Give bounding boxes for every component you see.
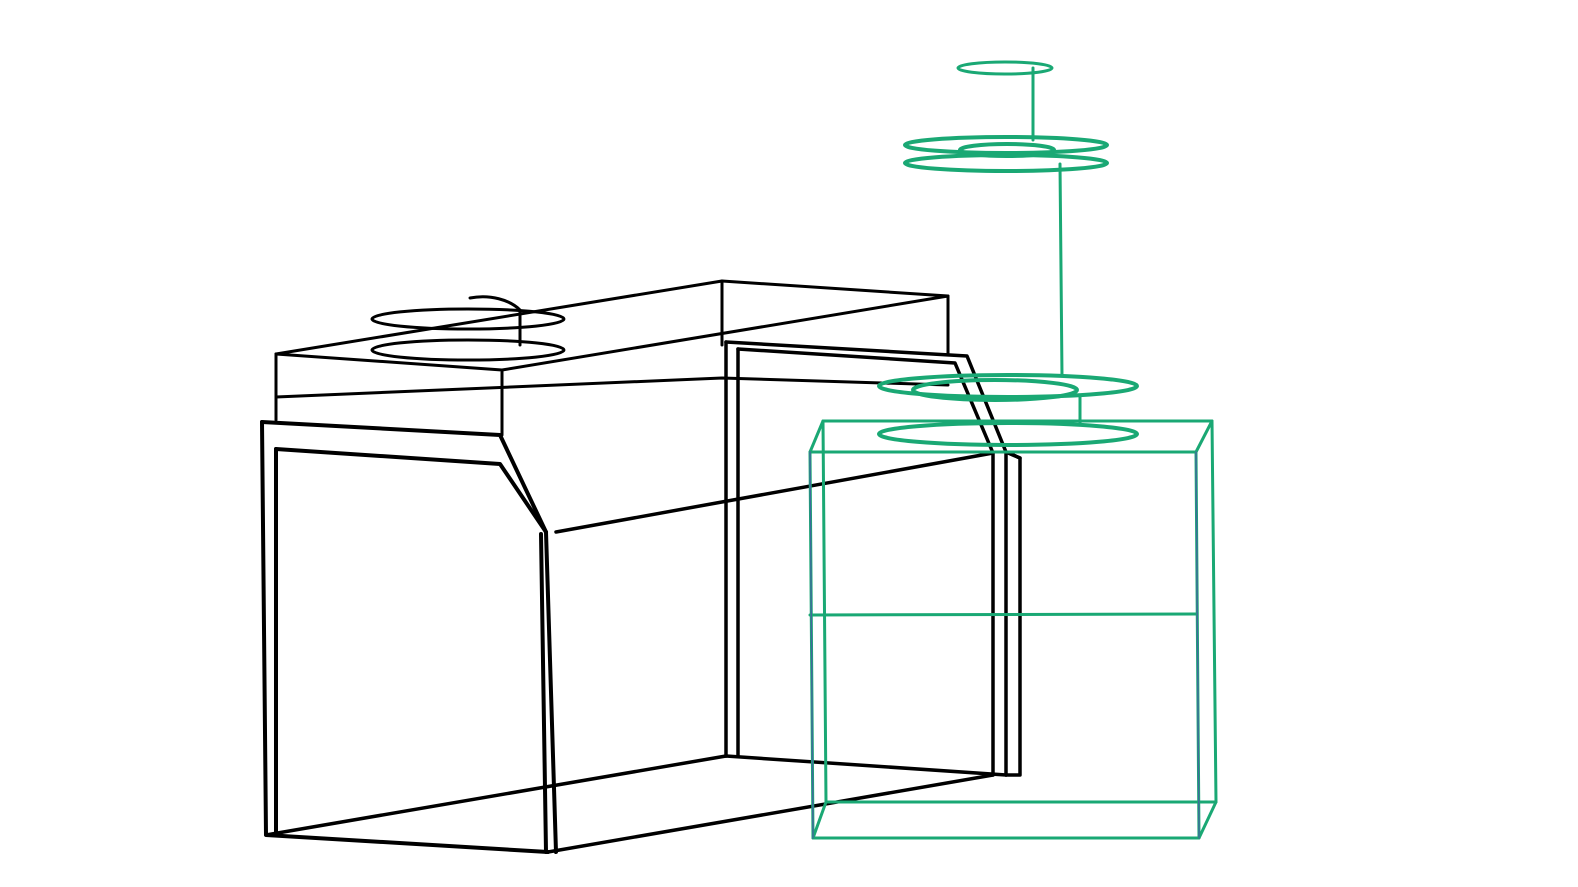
- upper-top-box: [274, 279, 950, 437]
- back-panel: [554, 340, 1022, 777]
- top-disc[interactable]: [956, 60, 1054, 76]
- selected-part-group[interactable]: [808, 60, 1218, 840]
- front-body: [260, 420, 558, 854]
- vertical-shaft: [1031, 66, 1064, 378]
- bottom-edges: [264, 754, 995, 854]
- selected-box-edge-highlight: [809, 451, 1200, 839]
- top-cylinder-outline: [370, 295, 566, 362]
- lower-disc-pair[interactable]: [877, 373, 1139, 447]
- main-enclosure[interactable]: [260, 279, 1022, 854]
- middle-disc-stack[interactable]: [903, 135, 1109, 173]
